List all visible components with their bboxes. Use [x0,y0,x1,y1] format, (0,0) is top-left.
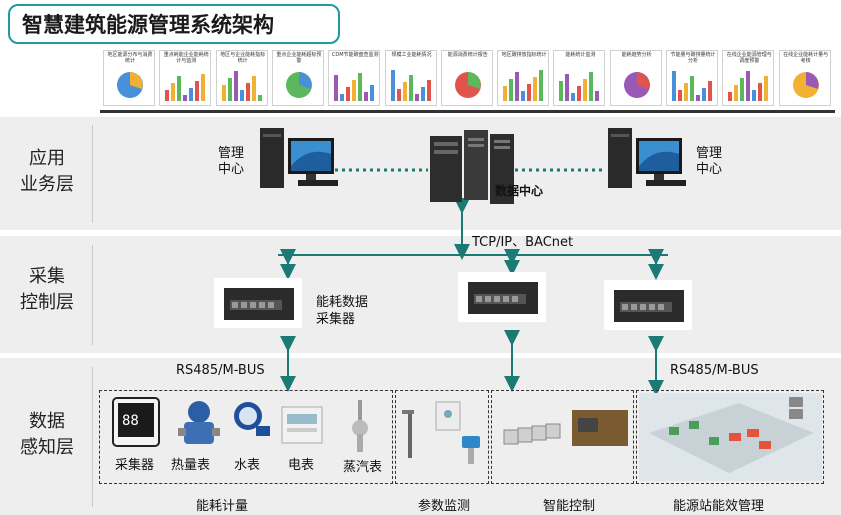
page-title: 智慧建筑能源管理系统架构 [22,13,274,37]
collector-device-1 [214,278,302,328]
screen-thumbnail-chart [728,71,769,101]
group-label-smart-control: 智能控制 [543,499,596,514]
group-box-params [395,390,489,484]
screen-thumbnail-title: 能源消费统计报告 [447,52,488,58]
collector-device-2 [458,272,546,322]
protocol-rs485-right-label: RS485/M-BUS [670,363,759,378]
mgmt-center-right-label: 管理 中心 [696,146,723,177]
title-box [8,4,340,44]
screen-thumbnail-title: 能耗趋势分析 [621,52,652,58]
datacenter-label: 数据中心 [495,184,544,198]
screen-thumbnail-chart [285,72,312,98]
heat-meter-icon [178,401,220,444]
screen-thumbnail: CDM节能碳盘查监测 [328,50,381,106]
screen-thumbnail-chart [559,72,600,101]
screen-thumbnail-title: 能耗统计监测 [565,52,596,58]
screen-thumbnail: 在线企业能耗计量与考核 [778,50,831,106]
protocol-rs485-left-label: RS485/M-BUS [176,363,265,378]
screen-thumbnail-title: 在线企业能耗计量与考核 [783,52,829,64]
screen-thumbnail-title: 在线企业能源管理与调度预警 [726,52,772,64]
layer-label-perception: 数据 感知层 [20,411,74,458]
layer-label-acquisition: 采集 控制层 [20,266,74,313]
screen-thumbnail-title: CDM节能碳盘查监测 [331,52,379,58]
screen-thumbnail-title: 地区与企业能耗指标统计 [220,52,266,64]
collector-label: 能耗数据 采集器 [316,295,369,327]
screen-thumbnail: 能耗统计监测 [553,50,606,106]
screen-thumbnail-chart [390,70,431,101]
screen-thumbnail-chart [623,72,650,98]
screen-thumbnail: 重点企业能耗超标预警 [271,50,324,106]
screen-thumbnail: 重点耗能企业能耗统计与监测 [159,50,212,106]
device-label-collector: 采集器 [115,458,155,473]
screens-bar [100,110,835,113]
screen-thumbnail: 规模工业能耗情况 [384,50,437,106]
controller-icon [503,410,628,446]
screen-thumbnail-title: 重点耗能企业能耗统计与监测 [163,52,209,64]
energy-station-image [639,393,822,481]
screen-thumbnail: 地区碳排放指标统计 [497,50,550,106]
collector-device-3 [604,280,692,330]
screen-thumbnail-title: 节能量与碳排量统计分析 [670,52,716,64]
screen-thumbnail-title: 地区能源分布与消费统计 [107,52,153,64]
screen-thumbnail-chart [672,71,712,101]
protocol-tcp-label: TCP/IP、BACnet [472,235,574,250]
group-box-control [491,390,634,484]
screen-thumbnail: 能耗趋势分析 [609,50,662,106]
mgmt-center-left-label: 管理 中心 [218,146,245,177]
screen-thumbnail: 节能量与碳排量统计分析 [666,50,718,106]
band-application [0,117,841,230]
screen-thumbnail: 地区与企业能耗指标统计 [215,50,268,106]
group-box-station [636,390,824,484]
screen-thumbnail: 能源消费统计报告 [440,50,493,106]
layer-label-application: 应用 业务层 [20,148,74,195]
group-label-energy-metering: 能耗计量 [196,499,249,514]
screen-thumbnail-chart [334,73,375,101]
steam-meter-icon [352,400,368,452]
screen-thumbnail-title: 地区碳排放指标统计 [501,52,547,58]
band-divider [92,367,93,507]
server-icon [430,130,514,204]
screen-thumbnail-title: 规模工业能耗情况 [391,52,432,58]
screen-thumbnail-chart [792,72,819,98]
group-label-station-mgmt: 能源站能效管理 [673,499,765,514]
screen-thumbnail-chart [454,72,481,98]
collector-panel-icon: 88 [112,397,160,447]
electric-meter-icon [281,406,323,444]
device-label-water-meter: 水表 [234,458,261,473]
device-label-steam-meter: 蒸汽表 [343,460,383,475]
screen-thumbnail: 在线企业能源管理与调度预警 [722,50,775,106]
water-meter-icon [234,402,270,436]
screens-strip: 地区能源分布与消费统计重点耗能企业能耗统计与监测地区与企业能耗指标统计重点企业能… [103,50,833,112]
pc-right-icon [608,128,686,188]
pc-left-icon [260,128,338,188]
screen-thumbnail-chart [165,74,206,101]
device-label-electric-meter: 电表 [288,458,315,473]
screen-thumbnail-chart [117,72,143,98]
group-box-metering [99,390,393,484]
svg-text:88: 88 [122,413,139,429]
group-label-param-monitoring: 参数监测 [418,499,471,514]
screen-thumbnail: 地区能源分布与消费统计 [103,50,155,106]
screen-thumbnail-title: 重点企业能耗超标预警 [276,52,322,64]
sensor-icon [402,401,480,464]
band-divider [92,125,93,223]
band-divider [92,245,93,345]
screen-thumbnail-chart [221,71,262,101]
screen-thumbnail-chart [503,70,544,101]
device-label-heat-meter: 热量表 [171,458,211,473]
